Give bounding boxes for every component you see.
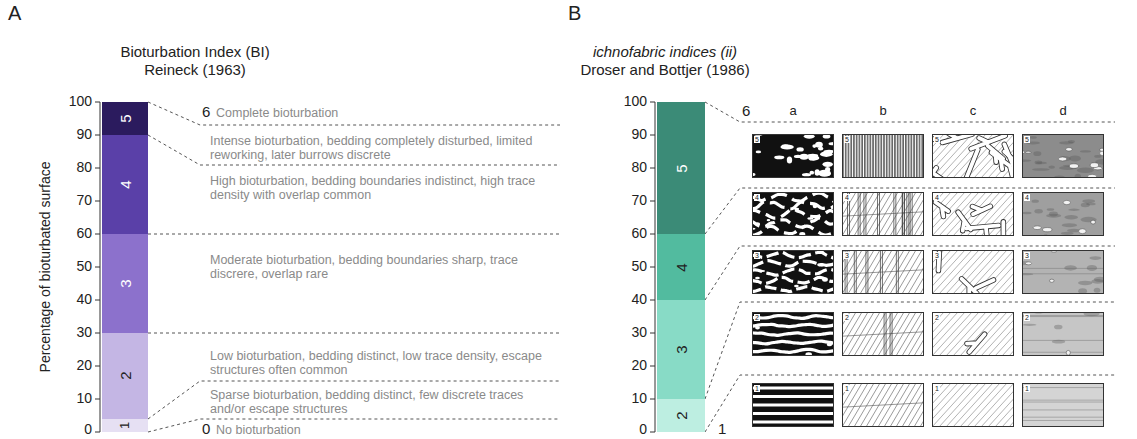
ichnofabric-tile [1022,383,1104,427]
y-axis [650,102,655,432]
index-number: 2 [118,372,133,380]
tile-number: 2 [754,314,760,321]
tick-label: 100 [624,94,647,110]
tick-label: 80 [76,160,92,176]
tick-label: 50 [76,259,92,275]
index-band: 3 [102,234,148,333]
index-band: 4 [102,135,148,234]
ichnofabric-tile [750,312,834,357]
panel-letter: A [8,2,21,24]
tile-number: 5 [1024,136,1030,143]
tile-number: 4 [754,194,760,201]
tile-number: 5 [844,136,850,143]
index-number: 2 [674,411,689,419]
tick-label: 0 [639,422,647,438]
tile-number: 3 [844,252,850,259]
index-band: 5 [102,102,148,135]
index-number: 3 [118,279,133,287]
index-band: 1 [102,419,148,432]
ichnofabric-tile [750,383,834,427]
tick-label: 30 [76,325,92,341]
index-band: 5 [657,102,705,234]
index-description: Moderate bioturbation, bedding boundarie… [210,253,550,281]
column-letter: a [789,104,796,119]
tile-number: 3 [754,252,760,259]
tick-label: 90 [631,127,647,143]
ichnofabric-tile [1021,192,1104,237]
tick-label: 20 [76,358,92,374]
index-description: Low bioturbation, bedding distinct, low … [210,349,550,377]
tick-label: 50 [631,259,647,275]
ichnofabric-tile [750,249,834,294]
panel-title: ichnofabric indices (ii) [593,44,737,61]
index-number: 1 [718,421,726,438]
axis-title: Percentage of bioturbated surface [38,162,54,373]
index-band: 2 [102,333,148,419]
column-letter: b [879,104,886,119]
tile-number: 4 [1024,194,1030,201]
tile-number: 5 [934,136,940,143]
dashed-leader [705,102,1115,432]
tick-label: 70 [631,193,647,209]
tile-number: 2 [844,314,850,321]
tick-label: 30 [631,325,647,341]
tile-number: 5 [754,136,760,143]
tick-label: 0 [84,422,92,438]
panel-reference: Droser and Bottjer (1986) [580,62,749,79]
index-description: Complete bioturbation [216,106,338,120]
ichnofabric-tile [1022,311,1104,356]
tick-label: 90 [76,127,92,143]
y-axis [95,102,100,432]
ichnofabric-tile [1014,134,1112,180]
tick-label: 60 [76,226,92,242]
index-number: 5 [674,164,689,172]
tile-number: 4 [934,194,940,201]
panel-title: Bioturbation Index (BI) [120,44,269,61]
index-number: 6 [742,103,750,120]
index-band: 2 [657,399,705,432]
tile-number: 1 [934,385,940,392]
tile-number: 4 [844,194,850,201]
tick-label: 60 [631,226,647,242]
tile-number: 1 [844,385,850,392]
tile-number: 3 [1024,252,1030,259]
tile-number: 1 [754,385,760,392]
tick-label: 70 [76,193,92,209]
index-number: 6 [202,104,210,121]
tick-label: 40 [631,292,647,308]
index-band: 3 [657,300,705,399]
column-letter: c [970,104,977,119]
index-number: 1 [118,422,131,429]
tick-label: 10 [631,391,647,407]
index-description: High bioturbation, bedding boundaries in… [210,174,550,202]
index-number: 3 [674,345,689,353]
panel-letter: B [568,2,581,24]
index-number: 4 [118,180,133,188]
tile-number: 1 [1024,385,1030,392]
ichnofabric-tile [1015,249,1106,294]
index-number: 5 [118,114,133,122]
index-description: Sparse bioturbation, bedding distinct, f… [210,388,550,416]
column-letter: d [1059,104,1066,119]
index-number: 4 [674,263,689,271]
tick-label: 20 [631,358,647,374]
ichnofabric-tile [842,134,925,178]
index-description: No bioturbation [216,423,301,437]
tile-number: 3 [934,252,940,259]
panel-reference: Reineck (1963) [144,62,246,79]
index-number: 0 [202,421,210,438]
dashed-leader [148,102,560,432]
tick-label: 100 [69,94,92,110]
index-band: 4 [657,234,705,300]
tile-number: 2 [1024,314,1030,321]
tick-label: 40 [76,292,92,308]
tick-label: 80 [631,160,647,176]
tile-number: 2 [934,314,940,321]
ichnofabric-sketches [749,132,1112,427]
index-description: Intense bioturbation, bedding completely… [210,134,550,162]
ichnofabric-tile [749,132,839,178]
tick-label: 10 [76,391,92,407]
ichnofabric-tile [749,191,834,237]
